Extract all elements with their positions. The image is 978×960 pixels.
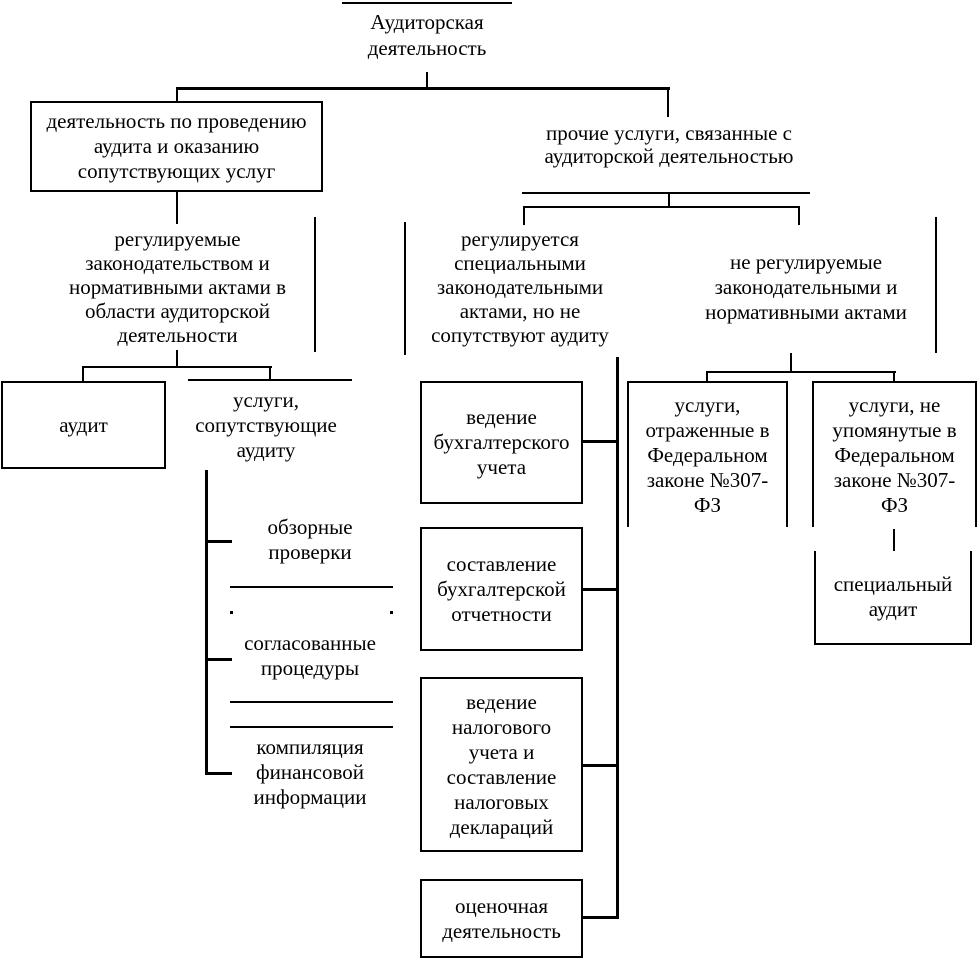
connector-tax [583, 764, 616, 767]
connector-leftbox-down [176, 192, 178, 224]
connector-statements [583, 588, 616, 591]
node-financial-statements: составление бухгалтерской отчетности [420, 527, 583, 651]
node-audit: аудит [1, 381, 166, 469]
connector-307-bracket-left-drop [706, 371, 708, 381]
connector-valuation [583, 916, 616, 919]
audit-related-services-top-border [188, 379, 352, 381]
connector-not-regulated-tick [790, 353, 792, 372]
connector-special-audit-drop [893, 529, 895, 551]
regulated-branch-right-border [314, 217, 316, 352]
node-audit-activity-root: Аудиторская деятельность [367, 10, 487, 60]
node-other-services-branch: прочие услуги, связанные с аудиторской д… [544, 121, 794, 168]
node-bookkeeping: ведение бухгалтерского учета [420, 381, 583, 504]
separator-below-review [230, 586, 393, 588]
separator-dot-right [390, 611, 393, 614]
node-regulated-by-audit-legislation: регулируемые законодательством и нормати… [69, 227, 286, 347]
node-audit-conduct-branch: деятельность по проведению аудита и оказ… [30, 101, 323, 192]
other-services-underline [522, 192, 810, 194]
special-acts-branch-left-border [404, 222, 406, 355]
connector-compilation-tick [205, 772, 232, 775]
not-regulated-branch-right-border [935, 217, 937, 353]
connector-level1-horizontal [176, 87, 670, 90]
connector-bookkeeping [583, 440, 616, 443]
connector-level1-left-drop [176, 87, 178, 101]
node-review-checks: обзорные проверки [267, 515, 353, 564]
node-not-regulated: не регулируемые законодательными и норма… [705, 250, 907, 324]
node-compilation-financial-info: компиляция финансовой информации [253, 735, 367, 809]
connector-level2-left-drop [523, 206, 525, 225]
connector-other-services-tick [668, 192, 670, 207]
connector-audit-bracket-horizontal [82, 366, 272, 368]
node-financial-statements-label: составление бухгалтерской отчетности [437, 551, 566, 626]
connector-agreed-tick [205, 658, 232, 661]
node-tax-accounting-label: ведение налогового учета и составление н… [446, 689, 557, 839]
node-audit-conduct-branch-label: деятельность по проведению аудита и оказ… [46, 109, 307, 183]
connector-audit-bracket-left-drop [82, 366, 84, 381]
connector-audit-bracket-right-drop [269, 366, 271, 381]
connector-special-acts-trunk [616, 357, 619, 919]
node-special-audit-label: специальный аудит [833, 572, 953, 621]
separator-below-agreed-2 [230, 726, 393, 728]
node-agreed-procedures: согласованные процедуры [244, 631, 376, 680]
connector-related-services-trunk [205, 470, 208, 775]
node-audit-related-services: услуги, сопутствующие аудиту [195, 388, 337, 462]
connector-regulated-tick [176, 350, 178, 368]
node-valuation-activity-label: оценочная деятельность [442, 893, 561, 943]
node-valuation-activity: оценочная деятельность [420, 879, 583, 958]
node-audit-label: аудит [59, 412, 108, 437]
separator-below-agreed-1 [230, 701, 393, 703]
root-box-top-border [342, 2, 512, 4]
node-special-audit: специальный аудит [814, 551, 972, 645]
connector-307-bracket-horizontal [706, 371, 896, 373]
connector-level2-right-drop [798, 206, 800, 225]
node-tax-accounting: ведение налогового учета и составление н… [420, 677, 583, 852]
connector-root-drop [426, 72, 428, 88]
node-services-not-in-307fz: услуги, не упомянутые в Федеральном зако… [812, 381, 977, 527]
node-services-not-in-307fz-label: услуги, не упомянутые в Федеральном зако… [832, 392, 957, 517]
connector-307-bracket-right-drop [893, 371, 895, 381]
node-regulated-by-special-acts: регулируется специальными законодательны… [431, 227, 609, 347]
node-services-in-307fz-label: услуги, отраженные в Федеральном законе … [645, 392, 770, 517]
node-bookkeeping-label: ведение бухгалтерского учета [433, 405, 570, 479]
node-services-in-307fz: услуги, отраженные в Федеральном законе … [627, 381, 788, 527]
connector-level1-right-drop [667, 87, 669, 117]
connector-level2-horizontal [523, 206, 800, 208]
separator-dot-left [230, 611, 233, 614]
connector-review-tick [205, 540, 232, 543]
